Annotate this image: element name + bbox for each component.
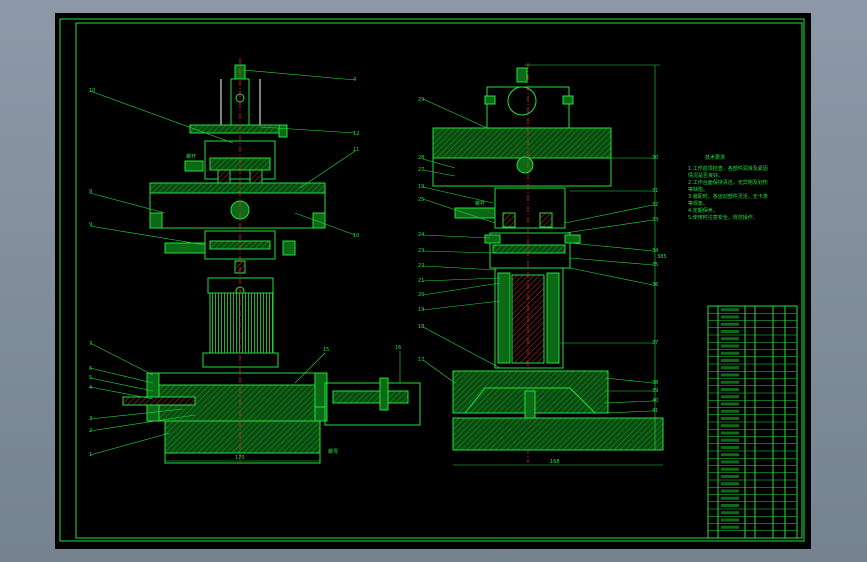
left-width-dimension: 170 bbox=[235, 455, 245, 461]
svg-text:9: 9 bbox=[89, 222, 92, 228]
svg-text:20: 20 bbox=[418, 292, 424, 298]
title-block-cell-mark bbox=[721, 373, 739, 377]
svg-text:1.工作前须检查，各部件润滑及紧固: 1.工作前须检查，各部件润滑及紧固 bbox=[688, 165, 768, 172]
svg-text:41: 41 bbox=[652, 408, 658, 414]
svg-text:等现象。: 等现象。 bbox=[688, 200, 708, 207]
title-block-cell-mark bbox=[721, 511, 739, 515]
title-block-cell-mark bbox=[721, 308, 739, 312]
svg-text:等缺陷。: 等缺陷。 bbox=[688, 186, 708, 193]
svg-text:27: 27 bbox=[418, 167, 424, 173]
title-block-cell-mark bbox=[721, 344, 739, 348]
svg-text:2.工作台面保持清洁，无异物及划伤: 2.工作台面保持清洁，无异物及划伤 bbox=[688, 179, 768, 186]
svg-text:40: 40 bbox=[652, 398, 658, 404]
svg-text:3: 3 bbox=[89, 416, 92, 422]
title-block-cell-mark bbox=[721, 366, 739, 370]
svg-text:螺杆: 螺杆 bbox=[475, 200, 485, 207]
title-block-cell-mark bbox=[721, 315, 739, 319]
title-block-cell-mark bbox=[721, 475, 739, 478]
title-block-cell-mark bbox=[721, 417, 739, 420]
svg-text:37: 37 bbox=[652, 340, 658, 346]
right-assembly-view: 螺杆 385 bbox=[422, 63, 667, 466]
svg-text:29: 29 bbox=[418, 97, 424, 103]
svg-text:31: 31 bbox=[652, 188, 658, 194]
svg-text:35: 35 bbox=[652, 262, 658, 268]
title-block-cell-mark bbox=[721, 496, 739, 500]
title-block-cell-mark bbox=[721, 424, 739, 428]
left-assembly-view: 螺杆 bbox=[89, 58, 421, 464]
svg-text:5.使用时注意安全，规范操作。: 5.使用时注意安全，规范操作。 bbox=[688, 214, 758, 221]
svg-text:34: 34 bbox=[652, 248, 658, 254]
svg-text:4.定期保养。: 4.定期保养。 bbox=[688, 207, 718, 214]
drawing-canvas[interactable]: 螺杆 bbox=[55, 13, 811, 549]
svg-text:5: 5 bbox=[89, 375, 92, 381]
drawing-svg: 螺杆 bbox=[59, 18, 805, 542]
svg-text:1: 1 bbox=[89, 452, 92, 458]
svg-text:10: 10 bbox=[353, 233, 359, 239]
svg-text:6: 6 bbox=[89, 366, 92, 372]
title-block-cell-mark bbox=[721, 322, 739, 326]
title-block-cell-mark bbox=[721, 337, 739, 341]
svg-text:30: 30 bbox=[652, 155, 658, 161]
title-block bbox=[707, 305, 798, 539]
title-block-cell-mark bbox=[721, 460, 739, 464]
svg-text:情况是否良好。: 情况是否良好。 bbox=[688, 172, 723, 179]
svg-text:19: 19 bbox=[418, 307, 424, 313]
svg-text:36: 36 bbox=[652, 282, 658, 288]
title-block-cell-mark bbox=[721, 446, 739, 449]
title-block-cell-mark bbox=[721, 402, 739, 406]
svg-text:39: 39 bbox=[652, 388, 658, 394]
svg-text:23: 23 bbox=[418, 248, 424, 254]
svg-text:33: 33 bbox=[652, 217, 658, 223]
outer-frame bbox=[59, 18, 805, 542]
svg-text:17: 17 bbox=[418, 357, 424, 363]
svg-text:螺母: 螺母 bbox=[328, 448, 338, 455]
svg-text:25: 25 bbox=[418, 197, 424, 203]
svg-text:4: 4 bbox=[353, 77, 356, 83]
title-block-cell-mark bbox=[721, 438, 739, 442]
svg-text:28: 28 bbox=[418, 155, 424, 161]
title-block-cell-mark bbox=[721, 518, 739, 522]
svg-text:4: 4 bbox=[89, 385, 92, 391]
svg-text:22: 22 bbox=[418, 263, 424, 269]
svg-text:9: 9 bbox=[89, 189, 92, 195]
title-block-cell-mark bbox=[721, 467, 739, 471]
svg-text:15: 15 bbox=[323, 347, 329, 353]
title-block-cell-mark bbox=[721, 504, 739, 507]
svg-text:19: 19 bbox=[418, 184, 424, 190]
title-block-cell-mark bbox=[721, 453, 739, 457]
title-block-cell-mark bbox=[721, 330, 739, 333]
title-block-cell-mark bbox=[721, 359, 739, 362]
right-width-dimension: 168 bbox=[550, 459, 560, 465]
right-height-dimension: 385 bbox=[657, 254, 667, 260]
svg-text:11: 11 bbox=[353, 147, 359, 153]
svg-text:38: 38 bbox=[652, 380, 658, 386]
title-block-cell-mark bbox=[721, 482, 739, 486]
svg-text:21: 21 bbox=[418, 278, 424, 284]
svg-text:32: 32 bbox=[652, 202, 658, 208]
inner-frame bbox=[75, 22, 803, 539]
left-callouts: 10 9 9 7 6 5 4 3 2 1 4 12 11 10 15 16 bbox=[89, 77, 401, 458]
svg-text:7: 7 bbox=[89, 341, 92, 347]
svg-text:10: 10 bbox=[89, 88, 95, 94]
svg-text:12: 12 bbox=[353, 131, 359, 137]
svg-text:2: 2 bbox=[89, 428, 92, 434]
title-block-cell-mark bbox=[721, 380, 739, 384]
title-block-cell-mark bbox=[721, 431, 739, 435]
svg-text:3.装配时，各运动部件灵活，无卡滞: 3.装配时，各运动部件灵活，无卡滞 bbox=[688, 193, 768, 200]
technical-requirements: 技术要求 1.工作前须检查，各部件润滑及紧固 情况是否良好。 2.工作台面保持清… bbox=[688, 154, 768, 221]
title-block-cell-mark bbox=[721, 525, 739, 529]
title-block-cell-mark bbox=[721, 395, 739, 399]
tech-notes-title: 技术要求 bbox=[705, 154, 725, 161]
svg-text:16: 16 bbox=[395, 345, 401, 351]
right-callouts: 29 28 27 19 25 24 23 22 21 20 19 18 17 3… bbox=[418, 97, 658, 414]
title-block-cell-mark bbox=[721, 409, 739, 413]
svg-text:螺杆: 螺杆 bbox=[186, 153, 196, 160]
title-block-cell-mark bbox=[721, 489, 739, 493]
svg-text:18: 18 bbox=[418, 324, 424, 330]
title-block-cell-mark bbox=[721, 388, 739, 391]
title-block-cell-mark bbox=[721, 351, 739, 355]
svg-text:24: 24 bbox=[418, 232, 424, 238]
